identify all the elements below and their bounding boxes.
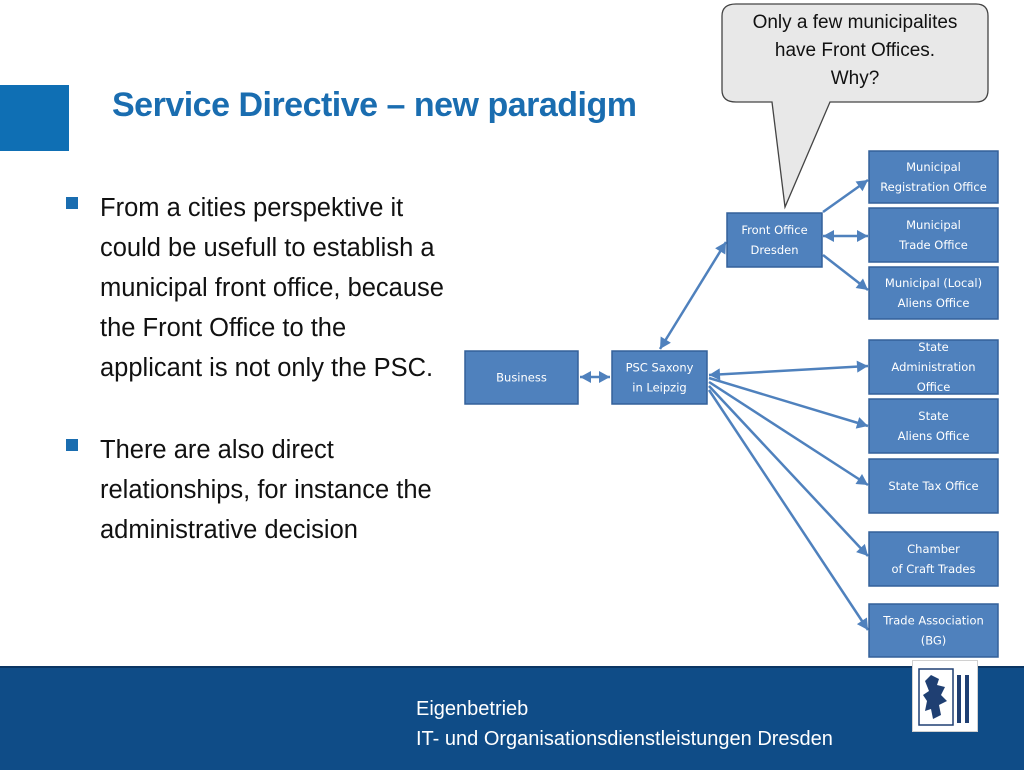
connector-psc-state_tax: [708, 380, 869, 487]
node-label: Trade Office: [898, 238, 968, 252]
arrowhead-icon: [715, 242, 726, 255]
connector-psc-trade_assoc: [707, 389, 870, 631]
node-box: [868, 398, 999, 454]
page-title: Service Directive – new paradigm: [112, 86, 637, 124]
node-label: Office: [917, 380, 951, 394]
node-label: of Craft Trades: [891, 562, 975, 576]
callout-line: Why?: [831, 68, 880, 89]
node-box: [868, 150, 999, 204]
bullet-square-icon: [66, 197, 78, 209]
node-box: [868, 266, 999, 320]
node-box: [726, 212, 823, 268]
node-box: [611, 350, 708, 405]
node-box: [868, 207, 999, 263]
node-state_tax: State Tax Office: [868, 458, 999, 514]
node-label: State Tax Office: [888, 479, 978, 493]
arrowhead-icon: [660, 336, 671, 349]
bullet-square-icon: [66, 439, 78, 451]
node-chamber: Chamber of Craft Trades: [868, 531, 999, 587]
node-label: Municipal (Local): [885, 276, 982, 290]
city-coat-of-arms-logo: [912, 660, 978, 732]
connector-psc-state_admin: [708, 364, 869, 377]
node-label: Aliens Office: [898, 296, 970, 310]
connector-psc-front_office: [658, 241, 728, 350]
process-diagram: Business PSC Saxony in Leipzig Front Office…: [464, 3, 999, 658]
node-label: in Leipzig: [632, 381, 686, 395]
node-box: [868, 531, 999, 587]
node-label: Dresden: [750, 243, 798, 257]
arrowhead-icon: [580, 371, 591, 383]
arrowhead-icon: [856, 617, 868, 630]
node-box: [868, 339, 999, 395]
node-business: Business: [464, 350, 579, 405]
accent-square: [0, 85, 69, 151]
node-label: Aliens Office: [898, 429, 970, 443]
speech-bubble-shape: [721, 3, 989, 210]
node-label: Front Office: [741, 223, 807, 237]
arrowhead-icon: [855, 473, 868, 485]
arrowhead-icon: [709, 368, 721, 381]
node-label: Municipal: [906, 160, 961, 174]
bullet-text: From a cities perspektive it could be us…: [100, 194, 444, 382]
node-label: State: [918, 340, 948, 354]
arrowhead-icon: [856, 543, 868, 556]
lion-crest-icon: [918, 668, 969, 726]
arrowhead-icon: [856, 360, 868, 373]
node-muni_aliens: Municipal (Local) Aliens Office: [868, 266, 999, 320]
node-label: Trade Association: [882, 614, 984, 628]
bullet-text: There are also direct relationships, for…: [100, 436, 432, 544]
bullet-item: From a cities perspektive it could be us…: [62, 188, 452, 388]
arrowhead-icon: [823, 230, 834, 242]
footer-org-name: IT- und Organisationsdienstleistungen Dr…: [416, 728, 833, 750]
diagram-nodes: Business PSC Saxony in Leipzig Front Office…: [464, 150, 999, 658]
node-box: [868, 458, 999, 514]
node-label: Business: [496, 371, 547, 385]
bullet-item: There are also direct relationships, for…: [62, 430, 452, 550]
node-label: Chamber: [907, 542, 960, 556]
callout-line: have Front Offices.: [775, 40, 935, 61]
node-box: [868, 603, 999, 658]
node-psc: PSC Saxony in Leipzig: [611, 350, 708, 405]
connector-psc-chamber: [708, 385, 869, 557]
arrowhead-icon: [857, 230, 868, 242]
arrowhead-icon: [855, 417, 868, 429]
node-trade_assoc: Trade Association (BG): [868, 603, 999, 658]
node-label: Administration: [891, 360, 975, 374]
node-box: [464, 350, 579, 405]
arrowhead-icon: [599, 371, 610, 383]
node-label: (BG): [921, 634, 947, 648]
node-label: State: [918, 409, 948, 423]
callout-line: Only a few municipalites: [753, 12, 958, 33]
arrowhead-icon: [855, 180, 868, 192]
node-label: PSC Saxony: [626, 361, 694, 375]
arrowhead-icon: [855, 278, 868, 290]
footer-org-type: Eigenbetrieb: [416, 698, 529, 720]
footer-bar: Eigenbetrieb IT- und Organisationsdienst…: [0, 666, 1024, 770]
diagram-connectors: [580, 178, 870, 631]
connector-psc-state_aliens: [708, 376, 869, 428]
node-label: Registration Office: [880, 180, 987, 194]
node-label: Municipal: [906, 218, 961, 232]
bullet-list: From a cities perspektive it could be us…: [62, 188, 452, 550]
speech-bubble: Only a few municipalites have Front Offi…: [721, 3, 989, 210]
